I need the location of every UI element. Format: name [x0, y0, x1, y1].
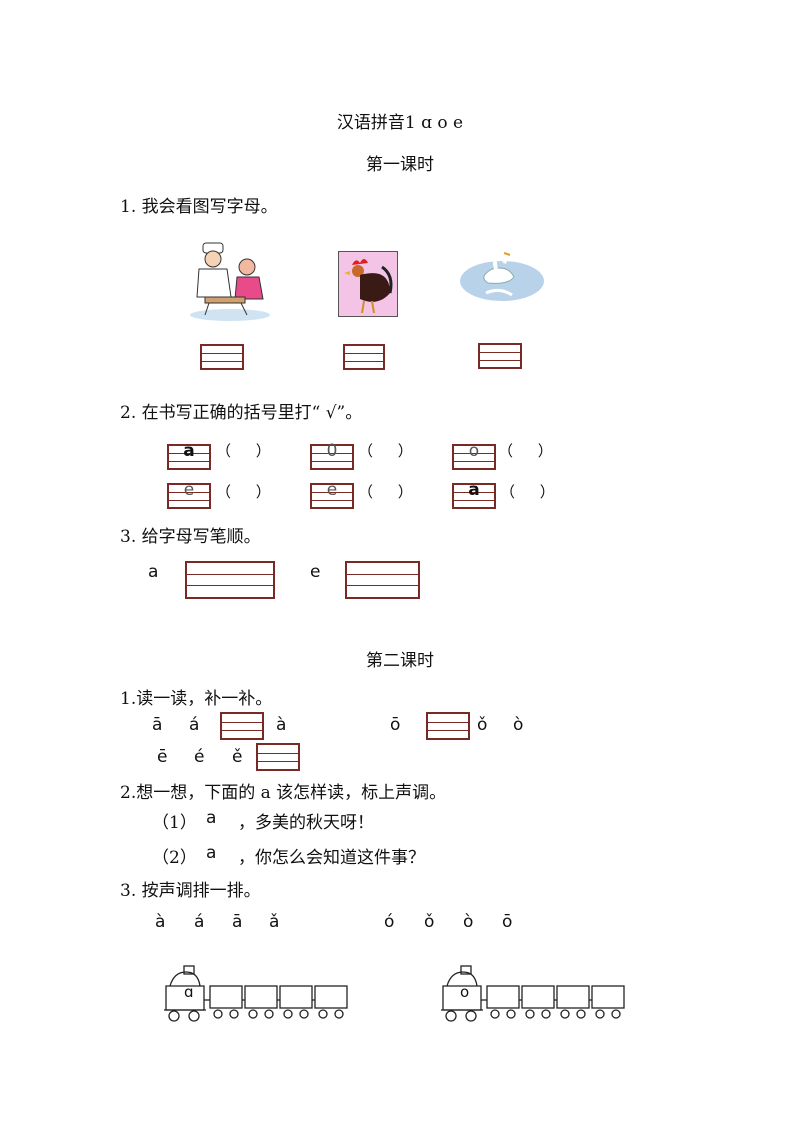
tone-letter: ò — [513, 715, 524, 735]
q2-line-number: （1） — [152, 813, 197, 833]
answer-paren[interactable]: （ ） — [216, 483, 281, 501]
tone-letter: á — [189, 715, 200, 735]
letter-box: 0 — [310, 441, 354, 470]
letter-box: a — [452, 480, 496, 509]
stroke-order-box[interactable] — [185, 561, 275, 599]
tone-letter: á — [194, 912, 205, 932]
fill-box[interactable] — [220, 712, 264, 740]
stroke-letter-a: a — [148, 562, 159, 582]
write-box[interactable] — [343, 344, 385, 370]
train-left-letter: ɑ — [184, 983, 194, 1001]
tone-letter: à — [155, 912, 166, 932]
fill-box[interactable] — [426, 712, 470, 740]
doctor-picture — [190, 242, 270, 321]
lesson1-q2-text: 2. 在书写正确的括号里打“ √”。 — [120, 403, 363, 423]
q2-line-letter[interactable]: a — [206, 843, 217, 863]
lesson2-q3-text: 3. 按声调排一排。 — [120, 881, 261, 901]
tone-letter: ǎ — [269, 912, 280, 932]
letter-box: a — [167, 441, 211, 470]
lesson1-heading: 第一课时 — [366, 155, 434, 175]
answer-paren[interactable]: （ ） — [500, 483, 565, 501]
stroke-order-box[interactable] — [345, 561, 420, 599]
tone-letter: ǒ — [477, 715, 488, 735]
train-left — [164, 965, 348, 1022]
letter-box: o — [452, 441, 496, 470]
lesson1-q3-text: 3. 给字母写笔顺。 — [120, 527, 261, 547]
train-right — [441, 965, 625, 1022]
answer-paren[interactable]: （ ） — [358, 483, 423, 501]
tone-letter: ó — [384, 912, 395, 932]
rooster-picture — [338, 251, 398, 317]
q2-line-text: ，多美的秋天呀！ — [238, 813, 374, 833]
tone-letter: ǒ — [424, 912, 435, 932]
lesson1-q1-text: 1. 我会看图写字母。 — [120, 197, 278, 217]
tone-letter: ā — [232, 912, 243, 932]
q2-line-number: （2） — [152, 848, 197, 868]
tone-letter: ò — [463, 912, 474, 932]
write-box[interactable] — [200, 344, 244, 370]
tone-letter: é — [194, 747, 205, 767]
train-right-letter: o — [460, 983, 470, 1001]
answer-paren[interactable]: （ ） — [498, 442, 563, 460]
swan-picture — [460, 250, 544, 301]
letter-box: e — [167, 480, 211, 509]
page-title: 汉语拼音1 ɑ o e — [336, 113, 464, 133]
lesson2-q1-text: 1.读一读，补一补。 — [120, 689, 273, 709]
lesson2-heading: 第二课时 — [366, 651, 434, 671]
answer-paren[interactable]: （ ） — [358, 442, 423, 460]
tone-letter: ō — [502, 912, 513, 932]
answer-paren[interactable]: （ ） — [216, 442, 281, 460]
write-box[interactable] — [478, 343, 522, 369]
tone-letter: ē — [157, 747, 168, 767]
tone-letter: ě — [232, 747, 243, 767]
tone-letter: ō — [390, 715, 401, 735]
letter-box: e — [310, 480, 354, 509]
fill-box[interactable] — [256, 743, 300, 771]
tone-letter: ā — [152, 715, 163, 735]
lesson2-q2-text: 2.想一想，下面的 a 该怎样读，标上声调。 — [120, 783, 447, 803]
q2-line-letter[interactable]: a — [206, 808, 217, 828]
tone-letter: à — [276, 715, 287, 735]
stroke-letter-e: e — [310, 562, 321, 582]
q2-line-text: ，你怎么会知道这件事？ — [238, 848, 425, 868]
